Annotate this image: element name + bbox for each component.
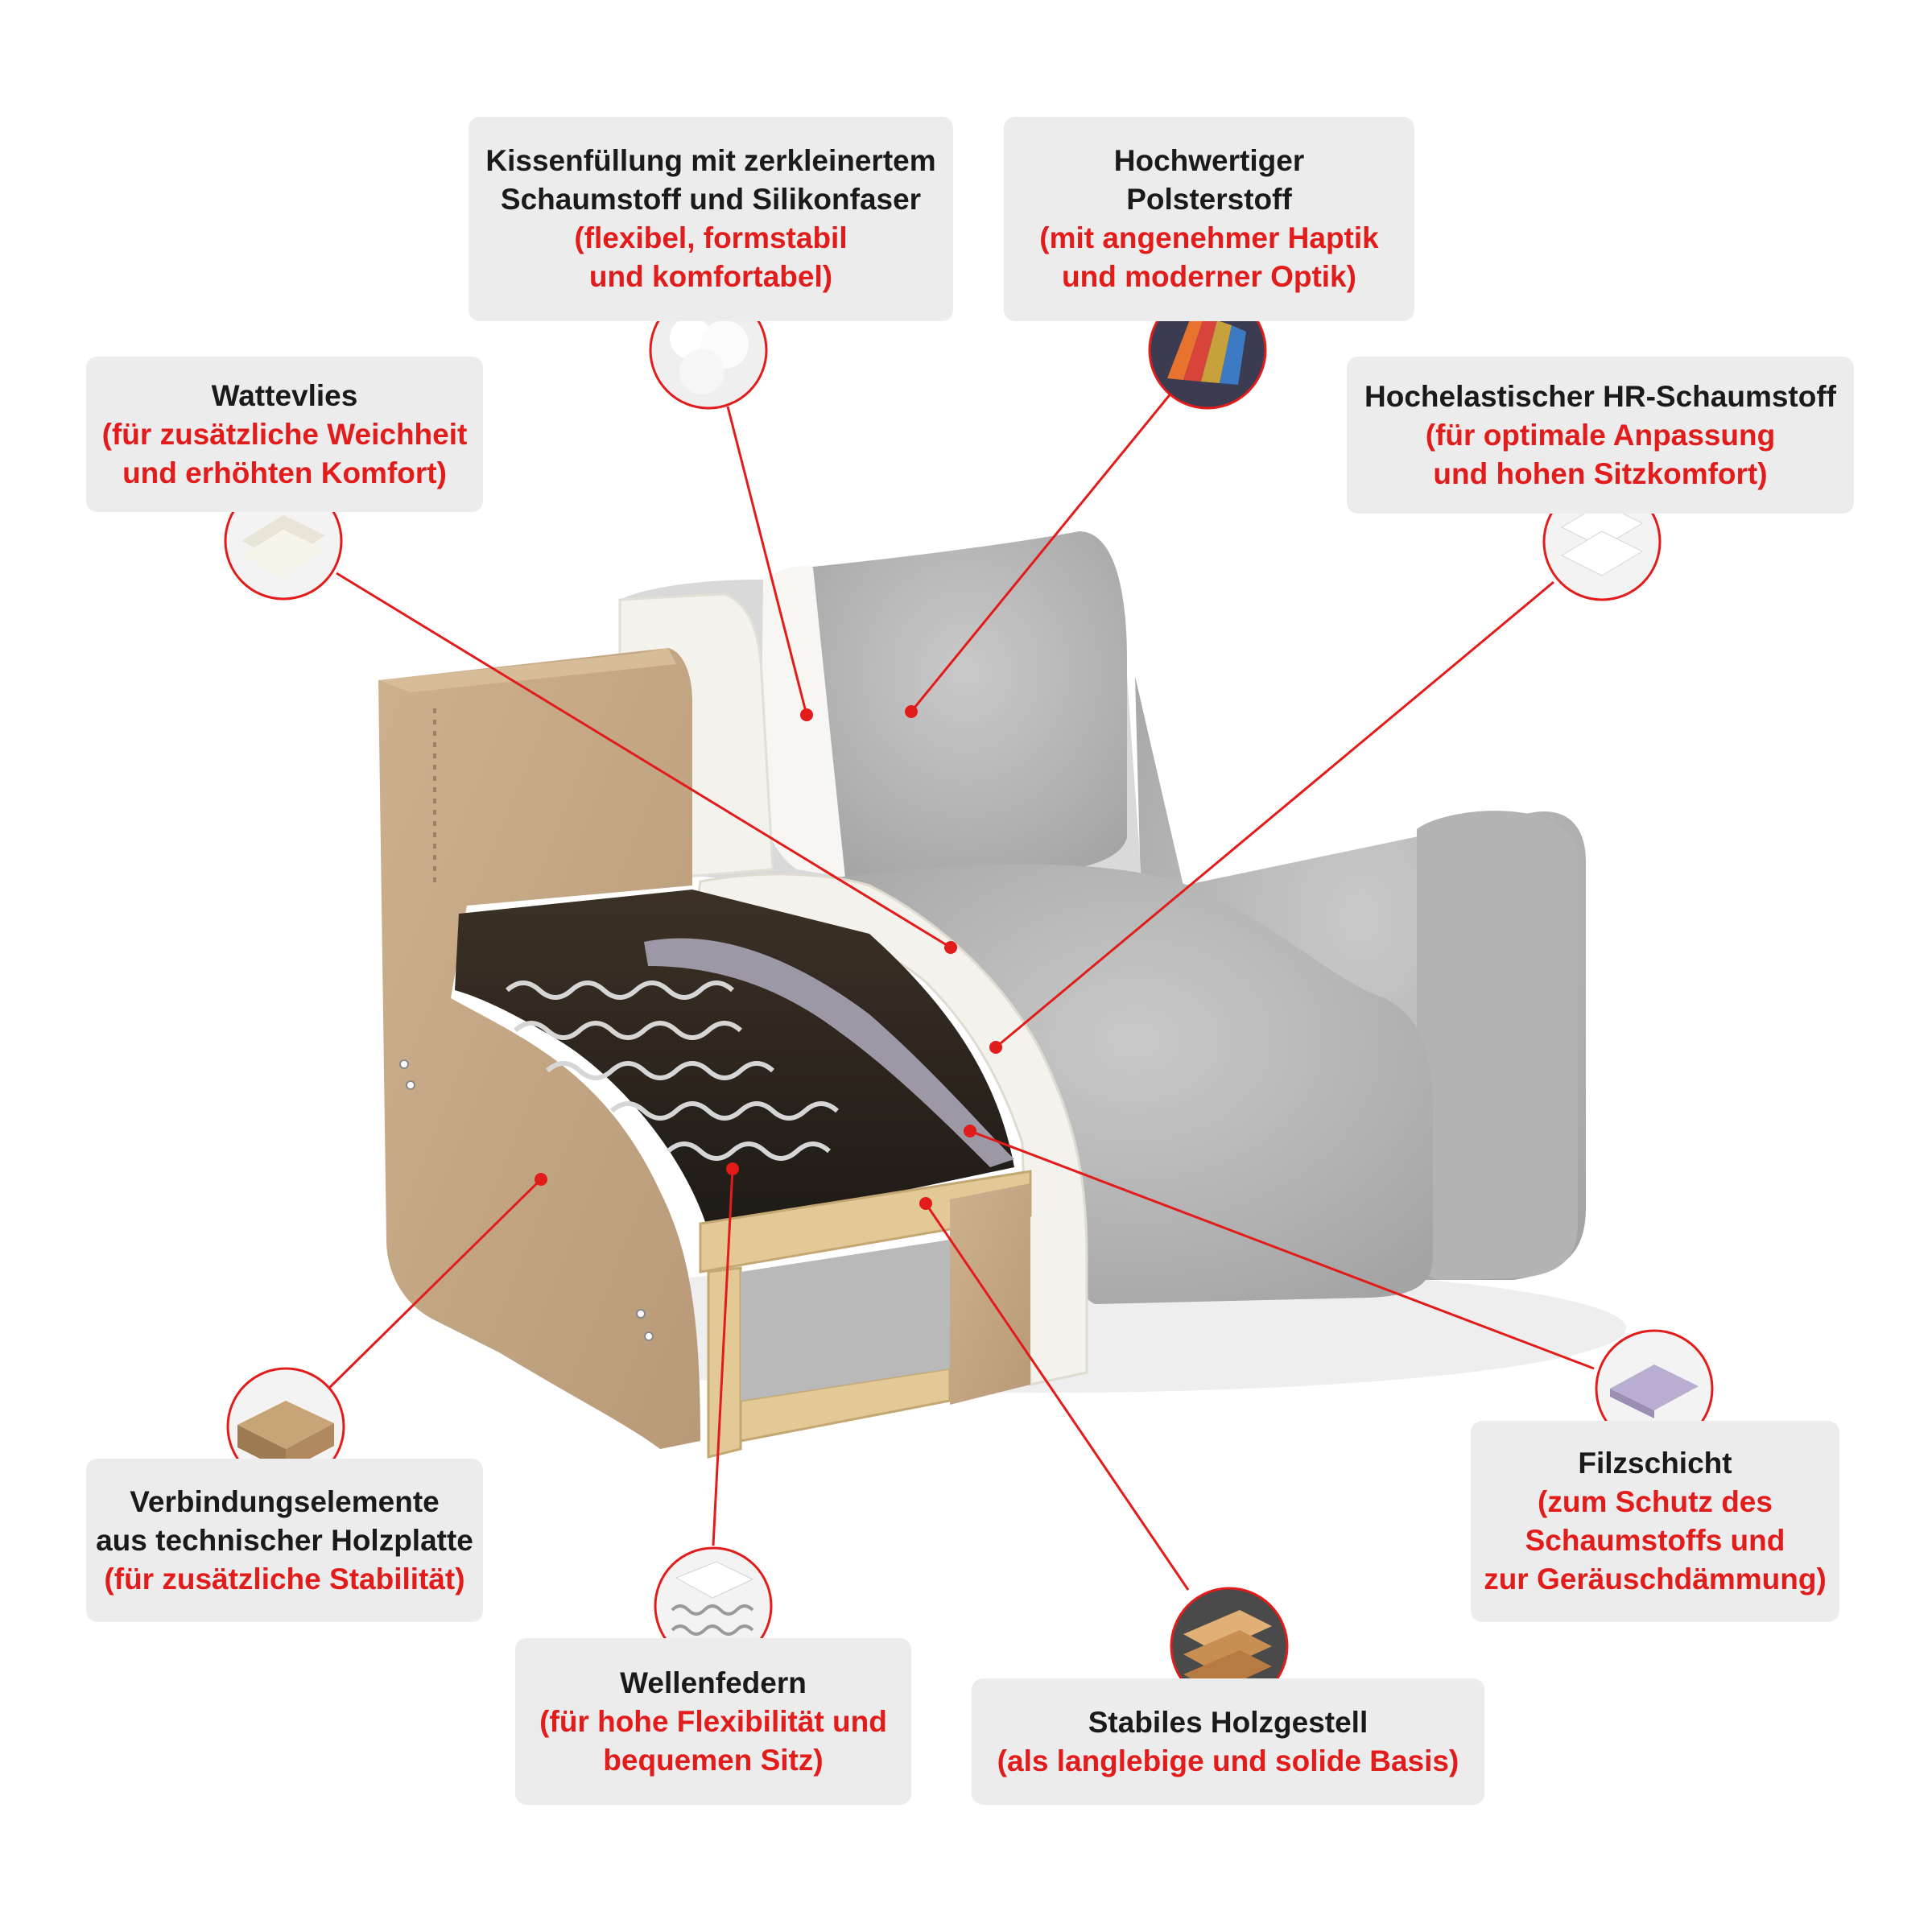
- leader-lines: [327, 387, 1595, 1591]
- label-wellenfedern: Wellenfedern (für hohe Flexibilität und …: [515, 1638, 911, 1805]
- leader-dots: [535, 705, 1002, 1210]
- lower-cavity: [741, 1240, 950, 1401]
- label-title-line: Wattevlies: [211, 378, 358, 412]
- spring-rows: [505, 980, 840, 1161]
- label-sub-line: (für hohe Flexibilität und: [539, 1704, 887, 1738]
- label-sub-line: und komfortabel): [588, 260, 833, 293]
- spring-cavity: [455, 890, 1014, 1232]
- label-hr-schaumstoff: Hochelastischer HR-Schaumstoff (für opti…: [1347, 357, 1854, 514]
- label-title-line: Hochwertiger: [1113, 144, 1305, 177]
- label-holzgestell: Stabiles Holzgestell (als langlebige und…: [972, 1678, 1484, 1805]
- wood-frame-leg: [707, 1266, 742, 1459]
- label-sub-line: (mit angenehmer Haptik: [1039, 221, 1379, 254]
- back-cushion-cut: [761, 566, 845, 877]
- label-title-line: Wellenfedern: [620, 1666, 807, 1699]
- label-filzschicht: Filzschicht (zum Schutz des Schaumstoffs…: [1471, 1421, 1839, 1622]
- label-title-line: Filzschicht: [1578, 1447, 1732, 1480]
- label-title-line: Polsterstoff: [1126, 183, 1292, 216]
- label-verbindungselemente: Verbindungselemente aus technischer Holz…: [86, 1459, 483, 1622]
- front-board: [950, 1183, 1030, 1405]
- label-sub-line: zur Geräuschdämmung): [1484, 1563, 1827, 1596]
- label-sub-line: Schaumstoffs und: [1525, 1524, 1785, 1557]
- label-sub-line: und hohen Sitzkomfort): [1433, 456, 1768, 490]
- bolts: [399, 1059, 654, 1341]
- felt-layer: [644, 938, 1014, 1167]
- label-title-line: Hochelastischer HR-Schaumstoff: [1364, 379, 1836, 413]
- label-title-line: Stabiles Holzgestell: [1088, 1705, 1368, 1739]
- thumb-watte: [224, 481, 343, 601]
- label-sub-line: (als langlebige und solide Basis): [997, 1744, 1459, 1777]
- thumb-polster: [1148, 291, 1267, 410]
- label-title-line: Schaumstoff und Silikonfaser: [500, 183, 922, 216]
- label-kissenfuellung: Kissenfüllung mit zerkleinertem Schaumst…: [469, 117, 953, 321]
- label-sub-line: und erhöhten Komfort): [122, 456, 447, 489]
- label-polsterstoff: Hochwertiger Polsterstoff (mit angenehme…: [1004, 117, 1414, 321]
- label-sub-line: (für zusätzliche Weichheit: [101, 417, 468, 451]
- label-sub-line: (flexibel, formstabil: [574, 221, 848, 254]
- label-title-line: aus technischer Holzplatte: [96, 1523, 473, 1557]
- label-sub-line: (für optimale Anpassung: [1425, 418, 1776, 452]
- label-wattevlies: Wattevlies (für zusätzliche Weichheit un…: [86, 357, 483, 512]
- label-sub-line: bequemen Sitz): [603, 1743, 824, 1777]
- side-board: [378, 648, 700, 1449]
- label-sub-line: (zum Schutz des: [1538, 1485, 1773, 1518]
- label-sub-line: (für zusätzliche Stabilität): [104, 1562, 465, 1596]
- armrest-front: [1417, 811, 1578, 1280]
- label-title-line: Kissenfüllung mit zerkleinertem: [485, 144, 936, 177]
- thumb-wellen: [654, 1546, 773, 1666]
- label-sub-line: und moderner Optik): [1062, 260, 1356, 293]
- thumb-kissen: [649, 291, 768, 410]
- back-cushion: [805, 531, 1127, 881]
- board-top: [378, 648, 676, 692]
- label-title-line: Verbindungselemente: [130, 1484, 440, 1518]
